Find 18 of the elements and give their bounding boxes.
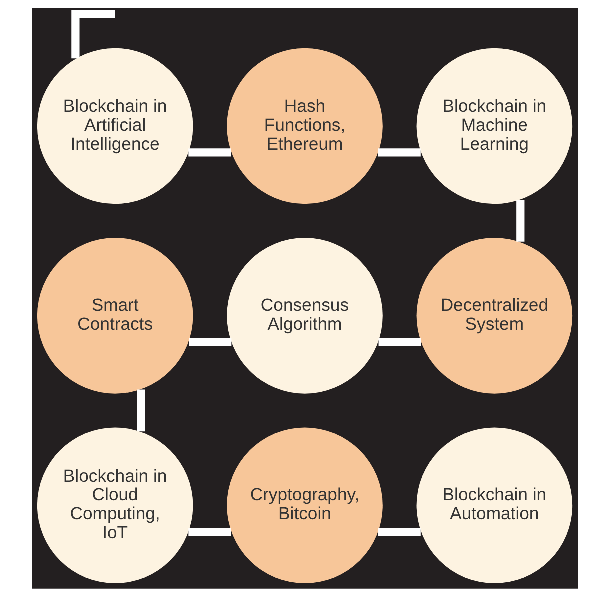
node-circle: Consensus Algorithm xyxy=(226,238,382,394)
connector xyxy=(71,10,115,59)
node-circle: Blockchain in Cloud Computing, IoT xyxy=(36,428,193,584)
node-circle: Blockchain in Machine Learning xyxy=(416,48,572,204)
node-circle: Smart Contracts xyxy=(36,238,193,394)
connector xyxy=(188,338,232,346)
connector xyxy=(188,528,231,536)
node-circle: Blockchain in Artificial Intelligence xyxy=(36,48,193,204)
node-circle: Blockchain in Automation xyxy=(416,428,572,584)
connector xyxy=(378,148,420,157)
connector xyxy=(188,148,231,157)
connector xyxy=(516,200,524,242)
node-circle: Decentralized System xyxy=(416,238,572,394)
connector xyxy=(136,390,145,432)
connector xyxy=(378,528,420,536)
node-circle: Hash Functions, Ethereum xyxy=(226,48,382,204)
node-circle: Cryptography, Bitcoin xyxy=(226,428,382,584)
connector xyxy=(378,338,421,346)
